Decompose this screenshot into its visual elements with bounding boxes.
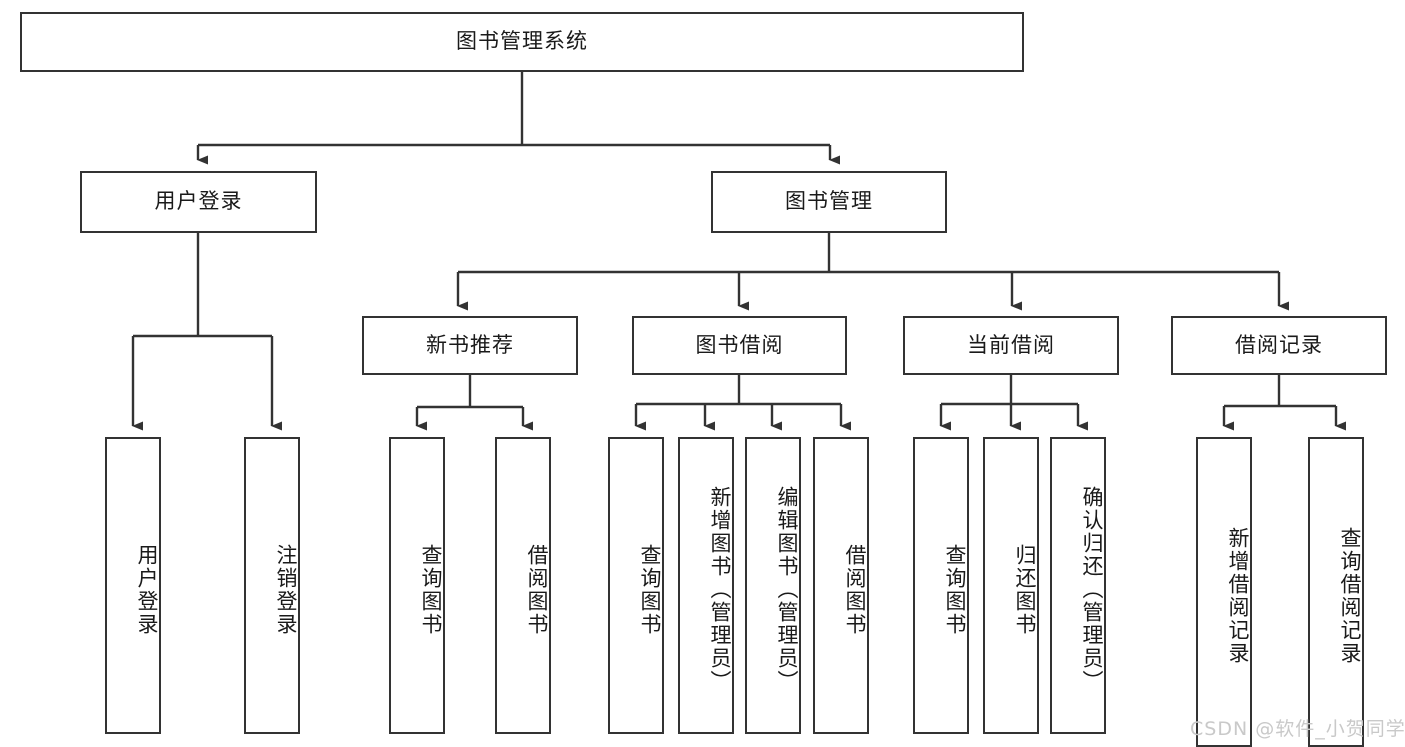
node-label: 图书管理系统	[456, 29, 588, 54]
node-label: 查询借阅记录	[1338, 527, 1362, 665]
node-label: 确认归还（管理员）	[1080, 486, 1104, 693]
node-label: 归还图书	[1013, 543, 1037, 636]
leaf-record-add-record[interactable]: 新增借阅记录	[1196, 437, 1252, 747]
leaf-borrow-edit-book-admin[interactable]: 编辑图书（管理员）	[745, 437, 801, 734]
node-new-book-recommend[interactable]: 新书推荐	[362, 316, 578, 375]
leaf-borrow-add-book-admin[interactable]: 新增图书（管理员）	[678, 437, 734, 734]
node-label: 借阅图书	[843, 543, 867, 636]
node-label: 新增图书（管理员）	[708, 486, 732, 693]
leaf-record-query-record[interactable]: 查询借阅记录	[1308, 437, 1364, 747]
node-root-book-management-system[interactable]: 图书管理系统	[20, 12, 1024, 72]
node-label: 用户登录	[154, 189, 243, 214]
node-label: 用户登录	[135, 543, 159, 636]
leaf-user-login-logout[interactable]: 注销登录	[244, 437, 300, 734]
node-borrow-record[interactable]: 借阅记录	[1171, 316, 1387, 375]
leaf-borrow-borrow-book[interactable]: 借阅图书	[813, 437, 869, 734]
leaf-current-confirm-return-admin[interactable]: 确认归还（管理员）	[1050, 437, 1106, 734]
node-current-borrow[interactable]: 当前借阅	[903, 316, 1119, 375]
node-label: 图书管理	[785, 189, 873, 214]
node-label: 查询图书	[943, 543, 967, 636]
leaf-new-book-borrow[interactable]: 借阅图书	[495, 437, 551, 734]
leaf-current-return-book[interactable]: 归还图书	[983, 437, 1039, 734]
leaf-current-query-book[interactable]: 查询图书	[913, 437, 969, 734]
node-label: 注销登录	[274, 543, 298, 636]
node-label: 查询图书	[419, 543, 443, 636]
leaf-user-login-login[interactable]: 用户登录	[105, 437, 161, 734]
leaf-new-book-query[interactable]: 查询图书	[389, 437, 445, 734]
node-book-management[interactable]: 图书管理	[711, 171, 947, 233]
node-label: 新书推荐	[426, 332, 514, 357]
node-label: 借阅记录	[1235, 332, 1323, 357]
node-label: 编辑图书（管理员）	[775, 486, 799, 693]
node-user-login[interactable]: 用户登录	[80, 171, 317, 233]
node-label: 新增借阅记录	[1226, 527, 1250, 665]
node-label: 查询图书	[638, 543, 662, 636]
node-label: 图书借阅	[695, 332, 784, 357]
node-book-borrow[interactable]: 图书借阅	[632, 316, 847, 375]
node-label: 借阅图书	[525, 543, 549, 636]
node-label: 当前借阅	[967, 332, 1055, 357]
leaf-borrow-query-book[interactable]: 查询图书	[608, 437, 664, 734]
csdn-watermark: CSDN @软件_小贺同学	[1190, 718, 1405, 740]
